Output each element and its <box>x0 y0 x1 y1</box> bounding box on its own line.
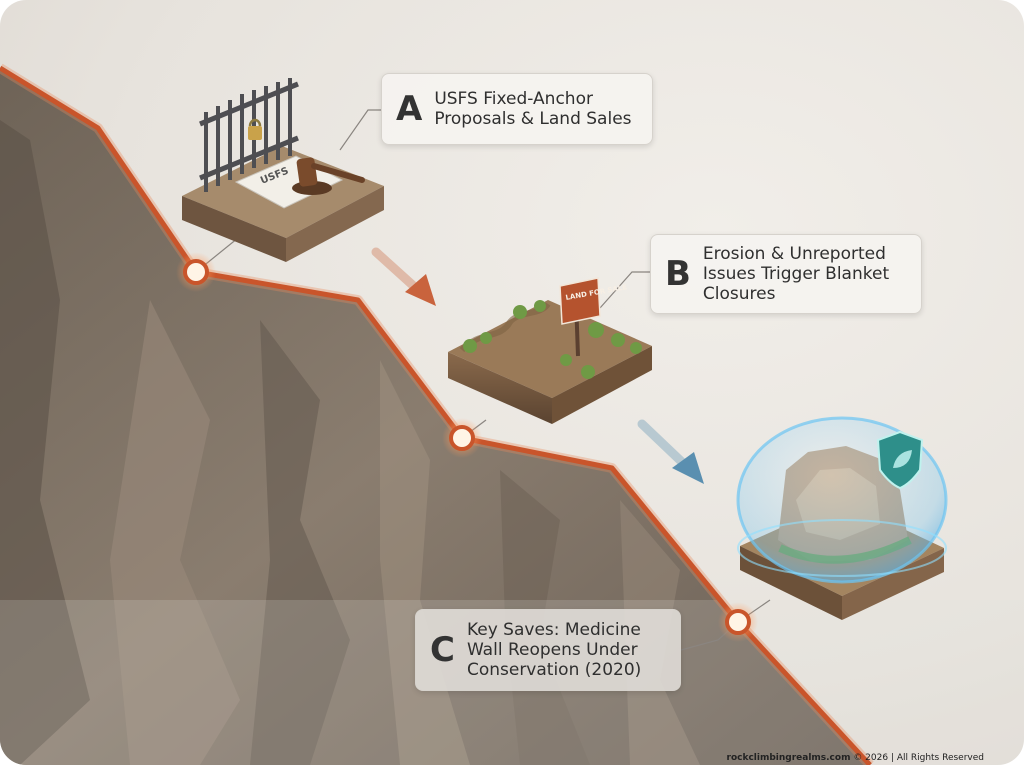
gavel-icon <box>292 157 365 195</box>
decline-trend-line-core <box>0 65 872 765</box>
callout-b-letter: B <box>665 254 691 294</box>
flow-arrow-b-to-c <box>637 419 704 484</box>
timeline-node-c <box>718 602 758 642</box>
cliff-rock-face <box>0 68 1024 765</box>
callout-c-text: Key Saves: Medicine Wall Reopens Under C… <box>466 620 642 680</box>
footer-rights: © 2026 | All Rights Reserved <box>850 753 984 763</box>
timeline-node-a <box>176 252 216 292</box>
conservation-shield-icon <box>876 430 924 490</box>
illustration-protected-dome <box>736 416 948 620</box>
illustration-gate-gavel: USFS <box>182 78 384 262</box>
callout-a-text: USFS Fixed-Anchor Proposals & Land Sales <box>434 89 632 129</box>
callout-c: C Key Saves: Medicine Wall Reopens Under… <box>415 609 681 691</box>
callout-c-letter: C <box>430 630 455 670</box>
footer-credit: rockclimbingrealms.com © 2026 | All Righ… <box>727 753 985 763</box>
timeline-node-b <box>442 418 482 458</box>
footer-site: rockclimbingrealms.com <box>726 753 851 763</box>
padlock-body <box>248 126 262 140</box>
illustration-erosion-sign: LAND FOR SALE <box>448 277 652 424</box>
gate-padlock-icon <box>199 78 299 192</box>
callout-a-letter: A <box>396 89 423 129</box>
flow-arrow-a-to-b <box>371 247 436 306</box>
callout-a: A USFS Fixed-Anchor Proposals & Land Sal… <box>381 73 653 145</box>
callout-b: B Erosion & Unreported Issues Trigger Bl… <box>650 234 922 314</box>
callout-b-text: Erosion & Unreported Issues Trigger Blan… <box>702 244 890 304</box>
